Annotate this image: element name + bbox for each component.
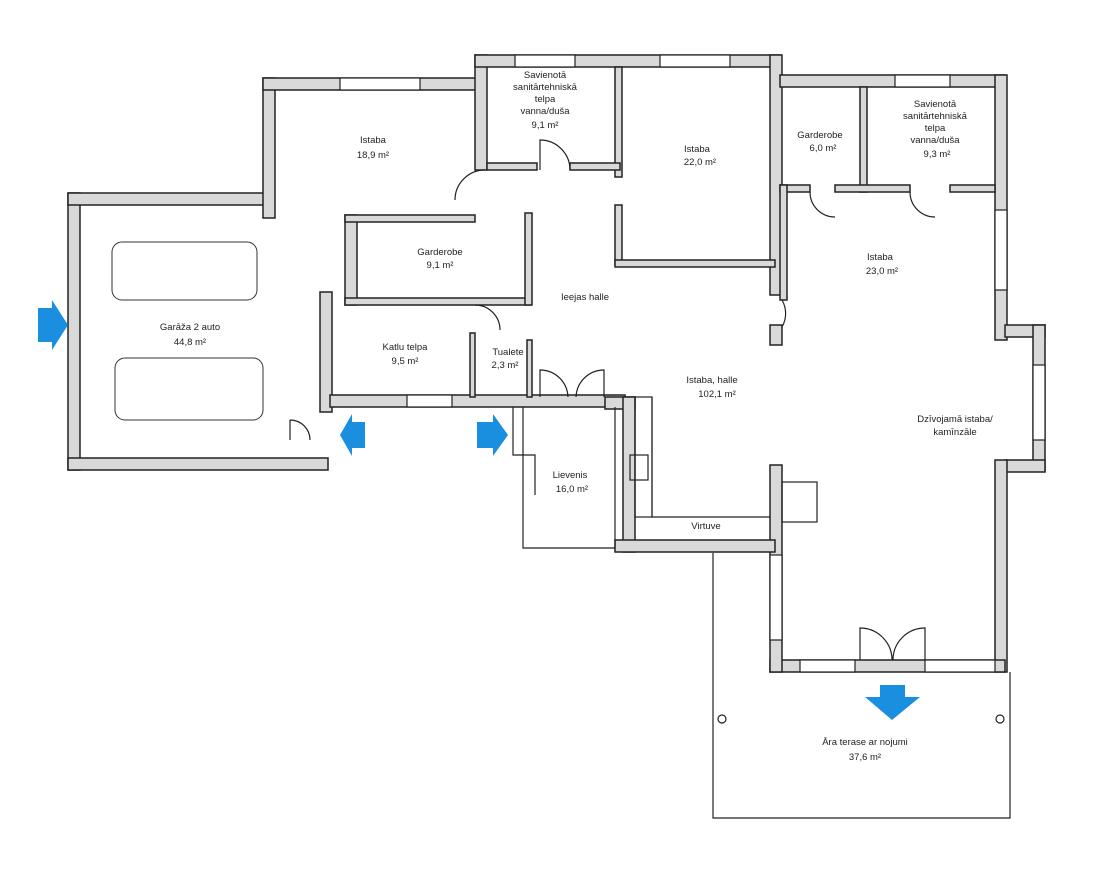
room-name: vanna/duša <box>520 106 570 117</box>
room-name: Katlu telpa <box>383 342 429 353</box>
room-name: kamīnzāle <box>933 427 976 438</box>
terrace-outline <box>712 553 1011 819</box>
room-area: 102,1 m² <box>698 389 736 400</box>
room-name: Savienotā <box>524 70 567 81</box>
room-name: Istaba, halle <box>686 375 737 386</box>
room-area: 6,0 m² <box>810 143 837 154</box>
terrace-post <box>995 714 1005 724</box>
entrance-arrow-icon <box>477 414 508 456</box>
room-name: telpa <box>535 94 556 105</box>
room-name: Garderobe <box>797 130 842 141</box>
room-name: Savienotā <box>914 99 957 110</box>
room-area: 2,3 m² <box>492 360 519 371</box>
room-name: Āra terase ar nojumi <box>822 737 908 748</box>
car-outline <box>111 241 258 301</box>
room-name: Virtuve <box>691 521 720 532</box>
room-name: Istaba <box>867 252 894 263</box>
room-area: 23,0 m² <box>866 266 898 277</box>
room-name: telpa <box>925 123 946 134</box>
room-name: Istaba <box>684 144 711 155</box>
room-area: 18,9 m² <box>357 150 389 161</box>
room-area: 44,8 m² <box>174 337 206 348</box>
walls <box>67 54 1046 673</box>
room-name: Tualete <box>492 347 523 358</box>
room-area: 9,5 m² <box>392 356 419 367</box>
room-area: 22,0 m² <box>684 157 716 168</box>
room-name: Istaba <box>360 135 387 146</box>
room-name: sanitārtehniskā <box>903 111 968 122</box>
room-labels: Garāža 2 auto 44,8 m² Istaba 18,9 m² Sav… <box>160 70 993 763</box>
terrace-post <box>717 714 727 724</box>
room-area: 9,1 m² <box>532 120 559 131</box>
room-name: Garāža 2 auto <box>160 322 220 333</box>
room-area: 16,0 m² <box>556 484 588 495</box>
room-name: Garderobe <box>417 247 462 258</box>
room-name: sanitārtehniskā <box>513 82 578 93</box>
entrance-arrow-icon <box>340 414 365 456</box>
room-area: 9,1 m² <box>427 260 454 271</box>
entrance-arrow-icon <box>38 300 68 350</box>
room-area: 37,6 m² <box>849 752 881 763</box>
room-name: Dzīvojamā istaba/ <box>917 414 993 425</box>
car-outline <box>114 357 264 421</box>
room-area: 9,3 m² <box>924 149 951 160</box>
room-name: Lievenis <box>553 470 588 481</box>
room-name: Ieejas halle <box>561 292 609 303</box>
room-name: vanna/duša <box>910 135 960 146</box>
exit-arrow-icon <box>865 685 920 720</box>
